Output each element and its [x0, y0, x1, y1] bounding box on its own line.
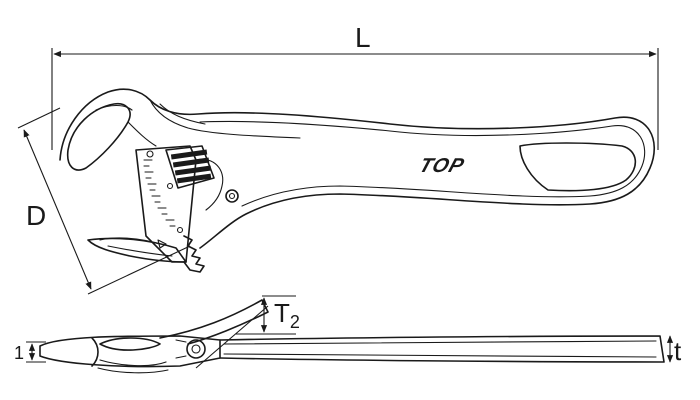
length-dimension — [51, 48, 659, 150]
head-thickness-letter: T — [274, 298, 290, 328]
head-thickness-subscript: 2 — [289, 312, 300, 332]
jaw-thickness-dimension — [26, 341, 46, 363]
jaw-opening-label: D — [26, 200, 47, 231]
head-thickness-label: T2 — [274, 298, 300, 331]
wrench-side-view — [39, 299, 665, 374]
handle-thickness-label: t — [674, 336, 682, 366]
jaw-thickness-label: 1 — [14, 343, 25, 363]
brand-logo: TOP — [416, 155, 468, 177]
jaw-opening-dimension — [17, 107, 191, 295]
wrench-top-view — [59, 88, 655, 273]
length-label: L — [355, 22, 371, 53]
head-thickness-dimension — [195, 295, 296, 369]
